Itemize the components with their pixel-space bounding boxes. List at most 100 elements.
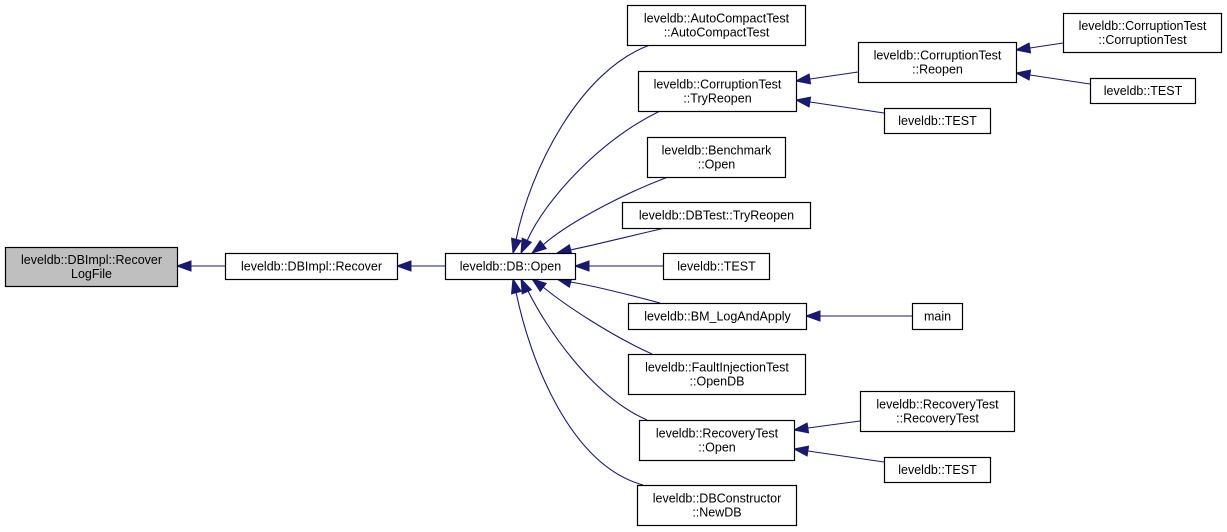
node-label-line: leveldb::TEST (898, 114, 977, 128)
edge-line (515, 291, 644, 486)
node-label-line: ::CorruptionTest (1098, 33, 1187, 47)
node-box (883, 456, 992, 484)
edge-line (569, 281, 661, 304)
node-label-line: ::NewDB (692, 506, 741, 520)
edge-autocompact-to-db-open (510, 44, 651, 255)
node-label-line: leveldb::TEST (898, 463, 977, 477)
arrowhead-icon (804, 310, 821, 322)
edge-recovery-open-to-db-open (520, 277, 648, 421)
node-label-line: leveldb::AutoCompactTest (644, 12, 790, 26)
node-corruption-tryreopen[interactable]: leveldb::CorruptionTest::TryReopen (637, 70, 798, 113)
node-test-d[interactable]: leveldb::TEST (1089, 77, 1197, 105)
edge-test-c-to-recovery-open (792, 445, 885, 463)
node-box (1062, 12, 1223, 54)
node-label-line: leveldb::CorruptionTest (874, 49, 1002, 63)
arrowhead-icon (520, 237, 533, 255)
node-box (857, 41, 1018, 84)
edge-recover-to-recover-logfile (175, 260, 225, 272)
arrowhead-icon (510, 277, 523, 295)
node-label-line: leveldb::DBImpl::Recover (241, 260, 382, 274)
node-label-line: leveldb::DBConstructor (653, 492, 782, 506)
edge-faultinjection-opendb-to-db-open (530, 278, 653, 355)
node-box (627, 353, 807, 396)
node-bm-logandapply[interactable]: leveldb::BM_LogAndApply (627, 302, 808, 331)
arrowhead-icon (1014, 42, 1032, 54)
edge-line (1028, 74, 1091, 85)
node-benchmark-open[interactable]: leveldb::Benchmark::Open (646, 136, 787, 179)
edge-corruption-reopen-to-corruption-tryreopen (794, 71, 859, 85)
node-label-line: ::AutoCompactTest (664, 26, 770, 40)
node-dbtest-tryreopen[interactable]: leveldb::DBTest::TryReopen (621, 201, 812, 230)
node-box (859, 390, 1016, 433)
node-recovery-ctor[interactable]: leveldb::RecoveryTest::RecoveryTest (859, 390, 1016, 433)
node-label-line: leveldb::RecoveryTest (876, 398, 999, 412)
node-test-a[interactable]: leveldb::TEST (662, 252, 771, 281)
node-box (444, 252, 577, 281)
node-faultinjection-opendb[interactable]: leveldb::FaultInjectionTest::OpenDB (627, 353, 807, 396)
node-label-line: leveldb::TEST (1104, 84, 1183, 98)
node-label-line: ::OpenDB (690, 375, 745, 389)
edge-dbtest-tryreopen-to-db-open (555, 227, 666, 256)
edge-line (526, 110, 661, 242)
node-corruption-ctor[interactable]: leveldb::CorruptionTest::CorruptionTest (1062, 12, 1223, 54)
node-box (662, 252, 771, 281)
arrowhead-icon (792, 445, 810, 457)
node-label-line: ::Open (698, 158, 736, 172)
node-label-line: main (924, 310, 951, 324)
node-label-line: LogFile (71, 267, 112, 281)
arrowhead-icon (530, 239, 548, 254)
node-box (883, 107, 992, 135)
arrowhead-icon (1014, 69, 1032, 81)
edges-layer (175, 42, 1091, 486)
node-label-line: leveldb::FaultInjectionTest (645, 361, 789, 375)
edge-line (542, 176, 669, 246)
node-label-line: ::RecoveryTest (896, 412, 979, 426)
node-box (626, 4, 807, 47)
arrowhead-icon (792, 422, 810, 434)
node-test-c[interactable]: leveldb::TEST (883, 456, 992, 484)
edge-line (526, 290, 648, 421)
node-label-line: leveldb::DBImpl::Recover (21, 253, 162, 267)
node-corruption-reopen[interactable]: leveldb::CorruptionTest::Reopen (857, 41, 1018, 84)
edge-main-to-bm-logandapply (804, 310, 912, 322)
node-box (637, 70, 798, 113)
node-box (636, 484, 798, 527)
node-label-line: leveldb::RecoveryTest (656, 427, 779, 441)
node-label-line: leveldb::Benchmark (662, 144, 773, 158)
node-box (621, 201, 812, 230)
edge-corruption-ctor-to-corruption-reopen (1014, 42, 1064, 54)
edge-line (806, 450, 885, 463)
node-box (224, 252, 399, 281)
node-recover[interactable]: leveldb::DBImpl::Recover (224, 252, 399, 281)
arrowhead-icon (794, 73, 812, 85)
edge-test-b-to-corruption-tryreopen (794, 96, 885, 114)
node-recovery-open[interactable]: leveldb::RecoveryTest::Open (638, 419, 796, 462)
node-box (646, 136, 787, 179)
edge-recovery-ctor-to-recovery-open (792, 420, 861, 434)
arrowhead-icon (510, 237, 523, 255)
node-label-line: ::Reopen (912, 63, 963, 77)
node-box (638, 419, 796, 462)
arrowhead-icon (573, 260, 590, 272)
node-label-line: leveldb::DB::Open (460, 260, 561, 274)
node-autocompact[interactable]: leveldb::AutoCompactTest::AutoCompactTes… (626, 4, 807, 47)
edge-test-d-to-corruption-reopen (1014, 69, 1091, 85)
node-label-line: leveldb::BM_LogAndApply (644, 310, 791, 324)
edge-benchmark-open-to-db-open (530, 176, 669, 254)
edge-dbconstructor-newdb-to-db-open (510, 277, 644, 486)
node-label-line: leveldb::TEST (677, 260, 756, 274)
arrowhead-icon (175, 260, 192, 272)
edge-line (808, 101, 885, 114)
node-main[interactable]: main (911, 302, 964, 331)
edge-line (806, 420, 861, 429)
node-box (4, 246, 179, 288)
arrowhead-icon (530, 278, 548, 293)
node-box (627, 302, 808, 331)
node-db-open[interactable]: leveldb::DB::Open (444, 252, 577, 281)
node-dbconstructor-newdb[interactable]: leveldb::DBConstructor::NewDB (636, 484, 798, 527)
node-test-b[interactable]: leveldb::TEST (883, 107, 992, 135)
node-label-line: leveldb::DBTest::TryReopen (639, 209, 794, 223)
arrowhead-icon (395, 260, 412, 272)
edge-line (515, 44, 651, 241)
